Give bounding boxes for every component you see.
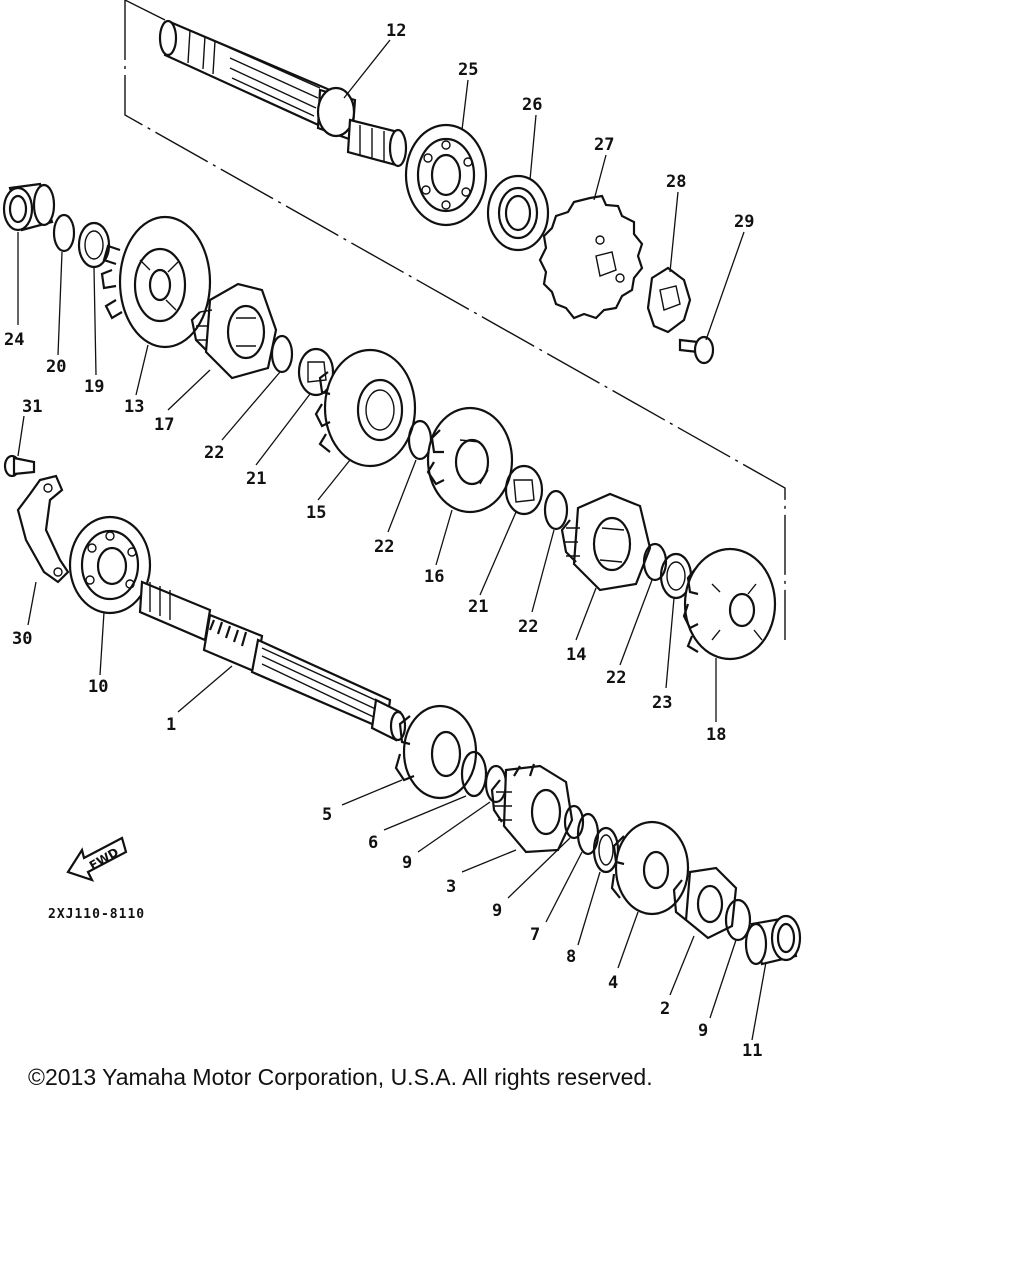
callout-20: 20 bbox=[46, 357, 66, 377]
callout-9-a: 9 bbox=[402, 853, 412, 873]
leader-lines bbox=[17, 39, 767, 1041]
callout-22-d: 22 bbox=[606, 668, 626, 688]
callout-22-a: 22 bbox=[204, 443, 224, 463]
callout-26: 26 bbox=[522, 95, 542, 115]
callout-22-b: 22 bbox=[374, 537, 394, 557]
circlip-22-c bbox=[543, 489, 569, 531]
drive-sprocket-27 bbox=[538, 194, 644, 320]
fwd-arrow-icon: FWD bbox=[66, 836, 128, 882]
callout-10: 10 bbox=[88, 677, 108, 697]
gear-15 bbox=[314, 348, 417, 468]
bolt-29 bbox=[678, 335, 715, 365]
oil-seal-26 bbox=[486, 174, 550, 252]
gear-13 bbox=[100, 215, 212, 349]
callout-7: 7 bbox=[530, 925, 540, 945]
callout-30: 30 bbox=[12, 629, 32, 649]
callout-29: 29 bbox=[734, 212, 754, 232]
callout-23: 23 bbox=[652, 693, 672, 713]
callout-2: 2 bbox=[660, 999, 670, 1019]
callout-13: 13 bbox=[124, 397, 144, 417]
callout-4: 4 bbox=[608, 973, 618, 993]
callout-14: 14 bbox=[566, 645, 586, 665]
gear-18 bbox=[682, 547, 777, 661]
callout-25: 25 bbox=[458, 60, 478, 80]
callout-18: 18 bbox=[706, 725, 726, 745]
callout-22-c: 22 bbox=[518, 617, 538, 637]
washer-19 bbox=[77, 221, 111, 269]
gear-14 bbox=[560, 492, 652, 592]
drive-axle bbox=[158, 19, 408, 168]
callout-12: 12 bbox=[386, 21, 406, 41]
callout-17: 17 bbox=[154, 415, 174, 435]
bearing-10 bbox=[68, 515, 152, 615]
callout-8: 8 bbox=[566, 947, 576, 967]
callout-1: 1 bbox=[166, 715, 176, 735]
bearing-stopper-30 bbox=[16, 474, 70, 584]
callout-21-a: 21 bbox=[246, 469, 266, 489]
bearing-25 bbox=[404, 123, 488, 227]
callout-31: 31 bbox=[22, 397, 42, 417]
callout-5: 5 bbox=[322, 805, 332, 825]
bolt-31 bbox=[3, 454, 36, 478]
copyright-notice: ©2013 Yamaha Motor Corporation, U.S.A. A… bbox=[28, 1064, 653, 1090]
circlip-22-a bbox=[270, 334, 294, 374]
callout-27: 27 bbox=[594, 135, 614, 155]
callout-9-b: 9 bbox=[492, 901, 502, 921]
transmission-exploded-diagram: FWD 2XJ110-8110 bbox=[2, 0, 802, 1060]
washer-21-a bbox=[297, 347, 335, 397]
circlip-9-c bbox=[724, 898, 752, 942]
callout-3: 3 bbox=[446, 877, 456, 897]
callout-19: 19 bbox=[84, 377, 104, 397]
callout-28: 28 bbox=[666, 172, 686, 192]
gear-2 bbox=[672, 866, 738, 940]
lock-washer-28 bbox=[646, 266, 692, 334]
gear-4 bbox=[610, 820, 690, 916]
callout-11: 11 bbox=[742, 1041, 762, 1060]
callout-21-b: 21 bbox=[468, 597, 488, 617]
circlip-20 bbox=[52, 213, 76, 253]
bearing-11 bbox=[744, 914, 802, 966]
callout-6: 6 bbox=[368, 833, 378, 853]
gear-3 bbox=[490, 763, 574, 854]
main-axle bbox=[138, 580, 407, 742]
callout-9-c: 9 bbox=[698, 1021, 708, 1041]
circlip-22-d bbox=[642, 542, 668, 582]
assembly-frame bbox=[124, 0, 786, 640]
callout-24: 24 bbox=[4, 330, 24, 350]
washer-6 bbox=[460, 750, 488, 798]
callout-16: 16 bbox=[424, 567, 444, 587]
callout-15: 15 bbox=[306, 503, 326, 523]
catalog-code: 2XJ110-8110 bbox=[48, 907, 145, 922]
gear-16 bbox=[426, 406, 514, 514]
circlip-9-b bbox=[563, 804, 585, 840]
washer-21-b bbox=[504, 464, 544, 516]
bearing-24 bbox=[2, 182, 56, 232]
